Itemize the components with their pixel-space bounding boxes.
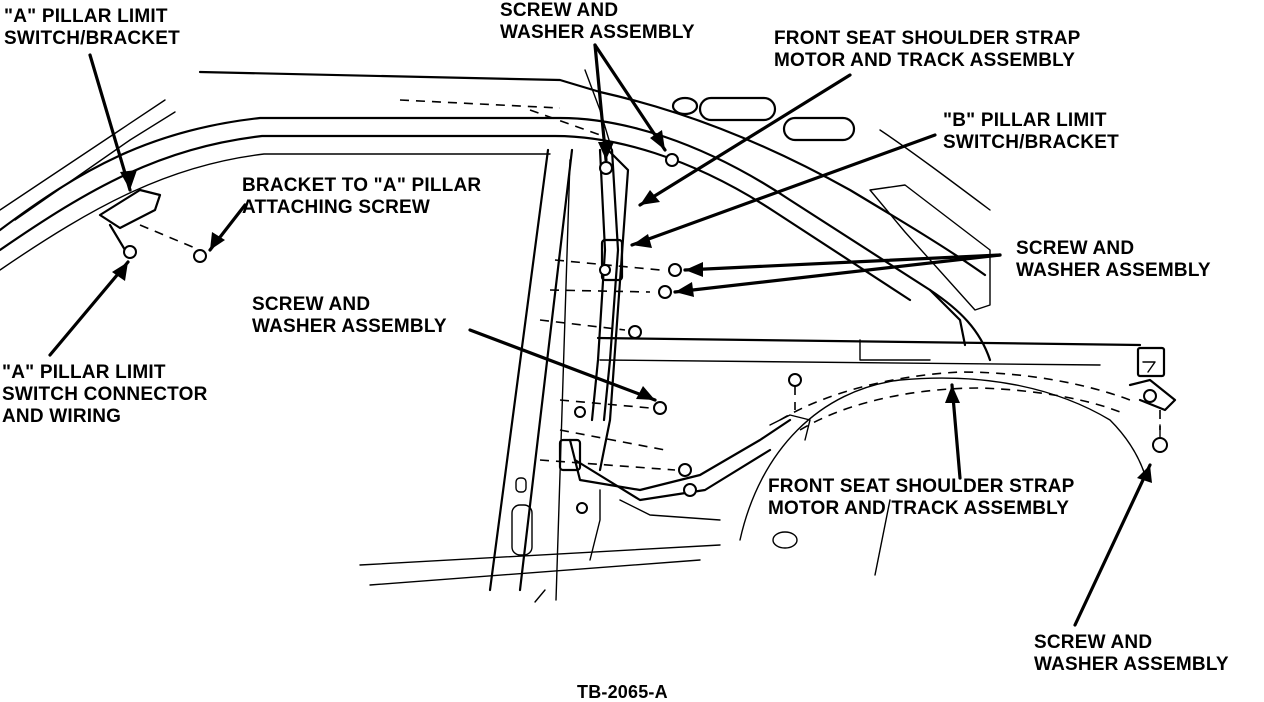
label-line: SCREW AND [500,0,619,21]
label-line: SWITCH CONNECTOR [2,384,208,405]
label-b-pillar-switch-bracket: "B" PILLAR LIMIT SWITCH/BRACKET [943,110,1119,154]
label-line: BRACKET TO "A" PILLAR [242,175,482,196]
label-shoulder-strap-bottom: FRONT SEAT SHOULDER STRAP MOTOR AND TRAC… [768,476,1075,520]
label-screw-washer-right: SCREW AND WASHER ASSEMBLY [1016,238,1211,282]
figure-id: TB-2065-A [577,682,668,702]
label-line: SWITCH/BRACKET [4,28,180,49]
belt-line [596,288,1142,366]
label-line: AND WIRING [2,406,122,427]
screw-bolts [193,153,802,514]
label-line: WASHER ASSEMBLY [1016,260,1211,281]
quarter-panel [359,371,1146,603]
label-line: SWITCH/BRACKET [943,132,1119,153]
label-line: "A" PILLAR LIMIT [4,6,168,27]
label-screw-washer-bottom: SCREW AND WASHER ASSEMBLY [1034,632,1229,676]
arrow-heads [112,130,1152,483]
label-shoulder-strap-top: FRONT SEAT SHOULDER STRAP MOTOR AND TRAC… [774,28,1081,72]
label-screw-washer-mid: SCREW AND WASHER ASSEMBLY [252,294,447,338]
label-line: MOTOR AND TRACK ASSEMBLY [768,498,1070,519]
label-a-pillar-switch-bracket: "A" PILLAR LIMIT SWITCH/BRACKET [4,6,180,50]
label-line: WASHER ASSEMBLY [252,316,447,337]
alignment-dashes [399,99,1161,471]
label-line: "B" PILLAR LIMIT [943,110,1107,131]
label-line: ATTACHING SCREW [242,197,431,218]
roof-openings [671,96,856,142]
label-bracket-screw: BRACKET TO "A" PILLAR ATTACHING SCREW [242,175,481,219]
label-a-pillar-connector: "A" PILLAR LIMIT SWITCH CONNECTOR AND WI… [2,362,208,428]
label-line: WASHER ASSEMBLY [500,22,695,43]
b-pillar [488,69,630,601]
roof-rail [0,70,992,362]
label-line: MOTOR AND TRACK ASSEMBLY [774,50,1076,71]
b-pillar-right-bracket [1128,346,1177,453]
label-line: FRONT SEAT SHOULDER STRAP [774,28,1081,49]
label-line: SCREW AND [1016,238,1135,259]
shoulder-strap-track [558,148,811,561]
figure-id-text: TB-2065-A [577,682,668,702]
a-pillar-switch [98,188,196,259]
label-line: WASHER ASSEMBLY [1034,654,1229,675]
label-line: FRONT SEAT SHOULDER STRAP [768,476,1075,497]
label-screw-washer-top: SCREW AND WASHER ASSEMBLY [500,0,695,44]
label-line: SCREW AND [252,294,371,315]
label-line: SCREW AND [1034,632,1153,653]
label-line: "A" PILLAR LIMIT [2,362,166,383]
